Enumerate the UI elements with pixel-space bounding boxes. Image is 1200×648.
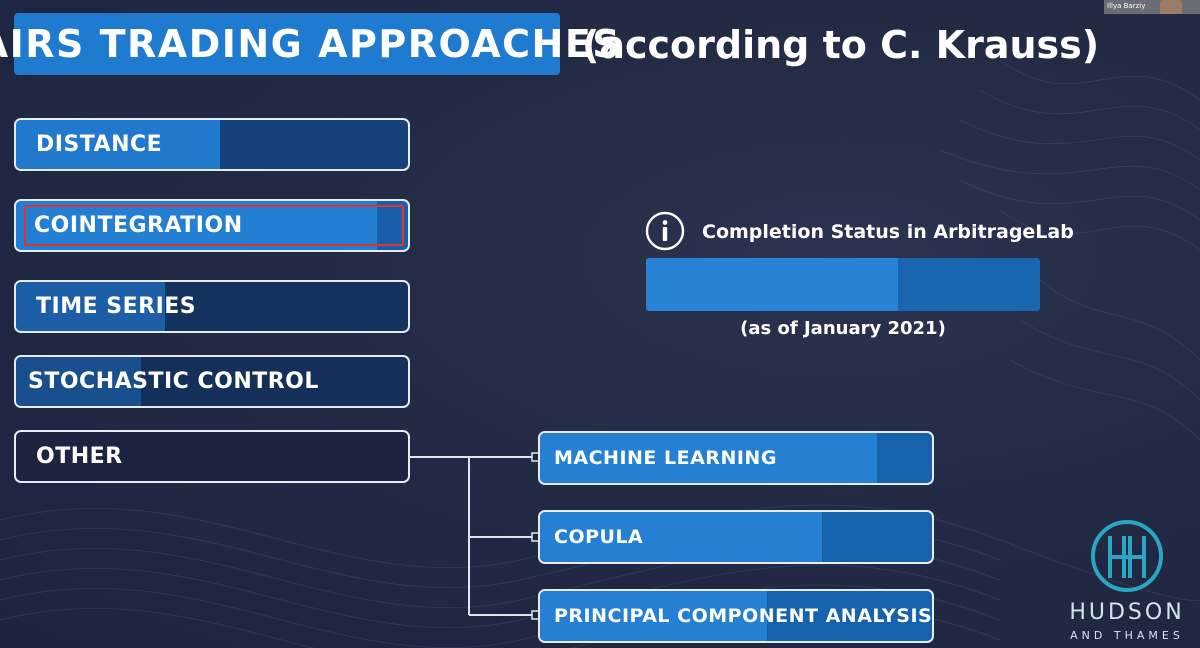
sub-approach-machine-learning: MACHINE LEARNING xyxy=(538,431,934,485)
approach-fill xyxy=(16,120,220,169)
approach-label: STOCHASTIC CONTROL xyxy=(28,369,319,394)
approach-label: OTHER xyxy=(36,444,123,469)
sub-approach-copula: COPULA xyxy=(538,510,934,564)
approach-time-series: TIME SERIES xyxy=(14,280,410,333)
approach-label: DISTANCE xyxy=(36,132,163,157)
approach-label: TIME SERIES xyxy=(36,294,197,319)
page-title: PAIRS TRADING APPROACHES xyxy=(0,22,622,66)
sub-approach-label: COPULA xyxy=(554,526,644,548)
sub-approach-label: PRINCIPAL COMPONENT ANALYSIS xyxy=(554,605,933,627)
sub-approach-fill xyxy=(540,433,878,483)
sub-approach-label: MACHINE LEARNING xyxy=(554,447,777,469)
approach-cointegration: COINTEGRATION xyxy=(14,199,410,252)
approach-other: OTHER xyxy=(14,430,410,483)
approach-fill xyxy=(16,282,165,331)
info-icon xyxy=(645,211,685,251)
completion-progress-fill xyxy=(646,258,899,311)
approach-fill xyxy=(16,357,142,406)
completion-status-label: Completion Status in ArbitrageLab xyxy=(702,221,1074,243)
webcam-thumbnail: Illya Barziy xyxy=(1104,0,1200,14)
sub-approach-fill xyxy=(540,512,823,562)
hudson-thames-logo-icon xyxy=(1091,520,1163,592)
webcam-name: Illya Barziy xyxy=(1107,2,1146,10)
approach-stochastic-control: STOCHASTIC CONTROL xyxy=(14,355,410,408)
logo-wordmark: HUDSON xyxy=(1069,600,1185,625)
other-connector-lines xyxy=(410,452,540,620)
logo-subtitle: AND THAMES xyxy=(1070,629,1184,642)
approach-distance: DISTANCE xyxy=(14,118,410,171)
approach-label: COINTEGRATION xyxy=(34,213,243,238)
webcam-face xyxy=(1160,0,1182,14)
completion-progress-bar xyxy=(646,258,1040,311)
title-box: PAIRS TRADING APPROACHES xyxy=(0,13,620,75)
completion-as-of: (as of January 2021) xyxy=(740,318,946,339)
page-subtitle: (according to C. Krauss) xyxy=(582,23,1100,67)
sub-approach-pca: PRINCIPAL COMPONENT ANALYSIS xyxy=(538,589,934,643)
sub-approach-fill xyxy=(540,591,768,641)
approach-fill xyxy=(16,201,377,250)
